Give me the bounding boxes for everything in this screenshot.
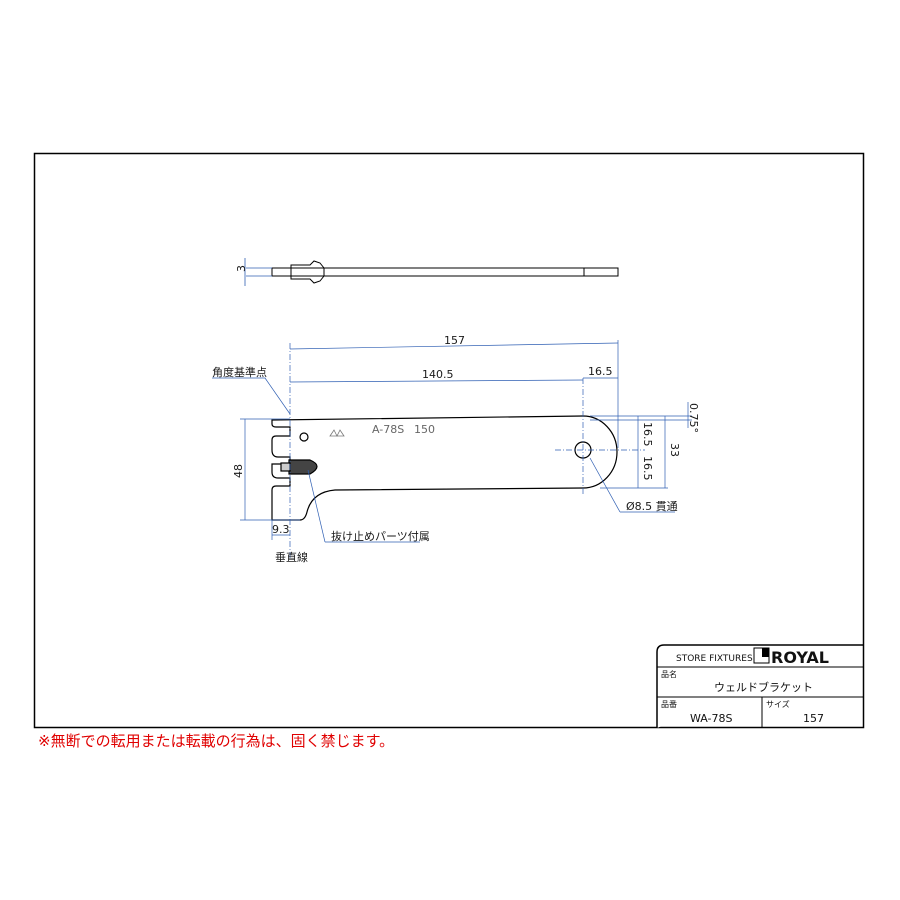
copyright-notice: ※無断での転用または転載の行為は、固く禁じます。 — [38, 732, 395, 750]
dim-hole-to-end: 16.5 — [588, 365, 613, 378]
thickness-dimension — [244, 258, 272, 286]
dim-total-length: 157 — [444, 334, 465, 347]
dim-angle: 0.75° — [687, 403, 700, 433]
bracket-outline — [271, 415, 618, 521]
dim-half-lower: 16.5 — [641, 456, 654, 481]
brand-name: ROYAL — [771, 648, 829, 667]
dim-height: 48 — [232, 464, 245, 478]
label-stopper: 抜け止めパーツ付属 — [331, 529, 430, 543]
part-no-label: 品番 — [661, 699, 677, 709]
name-value: ウェルドブラケット — [714, 680, 813, 694]
maker-logo-stamp — [329, 429, 345, 437]
drawing-frame — [33, 152, 865, 729]
part-no-value: WA-78S — [690, 712, 733, 725]
dim-hook: 9.3 — [272, 523, 290, 536]
dimension-lines — [212, 340, 692, 560]
title-block: STORE FIXTURES ROYAL 品名 ウェルドブラケット 品番 WA-… — [656, 644, 864, 728]
name-label: 品名 — [661, 669, 677, 679]
company-label: STORE FIXTURES — [676, 654, 753, 664]
size-value: 157 — [803, 712, 824, 725]
side-view — [271, 260, 619, 284]
dim-hole-offset: 140.5 — [422, 368, 454, 381]
size-stamp: 150 — [414, 423, 435, 436]
thickness-dim-text: 3 — [235, 265, 248, 272]
label-hole: Ø8.5 貫通 — [626, 500, 678, 513]
label-vertical-line: 垂直線 — [275, 550, 308, 564]
dim-half-upper: 16.5 — [641, 422, 654, 447]
model-stamp: A-78S — [372, 423, 404, 436]
label-angle-ref: 角度基準点 — [212, 365, 267, 379]
size-label: サイズ — [766, 699, 790, 709]
dim-width-end: 33 — [668, 443, 681, 457]
